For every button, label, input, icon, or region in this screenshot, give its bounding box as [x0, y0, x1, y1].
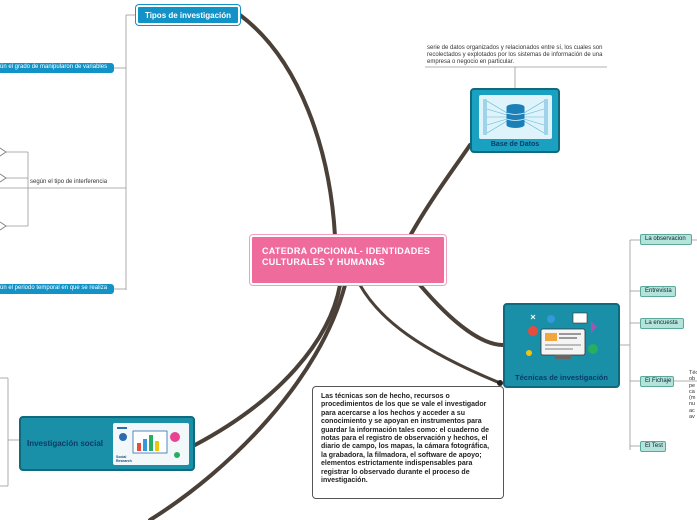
leaf-el-test-label: El Test: [645, 443, 663, 449]
investigacion-social-title: Investigación social: [27, 439, 104, 448]
fragment-line: ca: [689, 388, 695, 395]
callout-anchor-dot: [497, 380, 503, 386]
social-research-caption: Social Research: [116, 455, 132, 463]
social-research-icon: Social Research: [113, 423, 189, 465]
fragment-line: pe: [689, 382, 696, 389]
central-topic[interactable]: CATEDRA OPCIONAL- IDENTIDADES CULTURALES…: [250, 235, 446, 285]
leaf-entrevista[interactable]: Entrevista: [640, 286, 676, 297]
leaf-el-fichaje-label: El Fichaje: [645, 378, 672, 384]
tecnicas-title: Técnicas de investigación: [515, 373, 608, 382]
leaf-la-encuesta-label: La encuesta: [645, 320, 678, 326]
central-topic-label: CATEDRA OPCIONAL- IDENTIDADES CULTURALES…: [262, 246, 431, 267]
leaf-la-encuesta[interactable]: La encuesta: [640, 318, 684, 329]
branch-temporal-label: ún el periodo temporal en que se realiza: [0, 285, 108, 291]
base-datos-title: Base de Datos: [490, 141, 540, 148]
leaf-el-fichaje[interactable]: El Fichaje: [640, 376, 674, 387]
branch-interferencia-label: según el tipo de interferencia: [30, 179, 108, 185]
fragment-line: ob: [689, 376, 696, 383]
tecnicas-node[interactable]: Técnicas de investigación: [503, 303, 620, 388]
fragment-line: nu: [689, 401, 696, 408]
base-datos-description-text: serie de datos organizados y relacionado…: [427, 45, 603, 66]
base-datos-node[interactable]: Base de Datos: [470, 88, 560, 153]
base-datos-description: serie de datos organizados y relacionado…: [427, 45, 607, 67]
leaf-el-test[interactable]: El Test: [640, 441, 666, 452]
branch-tipo-interferencia[interactable]: según el tipo de interferencia: [30, 179, 107, 186]
leaf-entrevista-label: Entrevista: [645, 288, 672, 294]
leaf-la-observacion-label: La observacion: [645, 236, 686, 242]
tipos-investigacion-node[interactable]: Tipos de investigación: [136, 5, 240, 25]
fragment-line: Téc: [689, 370, 697, 376]
tipos-investigacion-title: Tipos de investigación: [144, 10, 232, 20]
fragment-line: (m: [689, 395, 696, 402]
tecnicas-callout-text: Las técnicas son de hecho, recursos o pr…: [321, 393, 490, 485]
analytics-icon: [521, 309, 605, 371]
branch-periodo-temporal[interactable]: ún el periodo temporal en que se realiza: [0, 284, 114, 294]
fragment-line: ac: [689, 407, 695, 414]
investigacion-social-node[interactable]: Investigación social Social Research: [19, 416, 195, 471]
database-icon: [479, 95, 552, 139]
branch-grado-label: ún el grado de manipularon de variables: [0, 64, 108, 70]
leaf-la-observacion[interactable]: La observacion: [640, 234, 692, 245]
tecnicas-callout-note[interactable]: Las técnicas son de hecho, recursos o pr…: [312, 386, 504, 499]
fichaje-description-fragment: Téc ob pe ca (m nu ac av: [689, 370, 697, 420]
branch-grado-manipulacion[interactable]: ún el grado de manipularon de variables: [0, 63, 114, 73]
fragment-line: av: [689, 414, 695, 421]
